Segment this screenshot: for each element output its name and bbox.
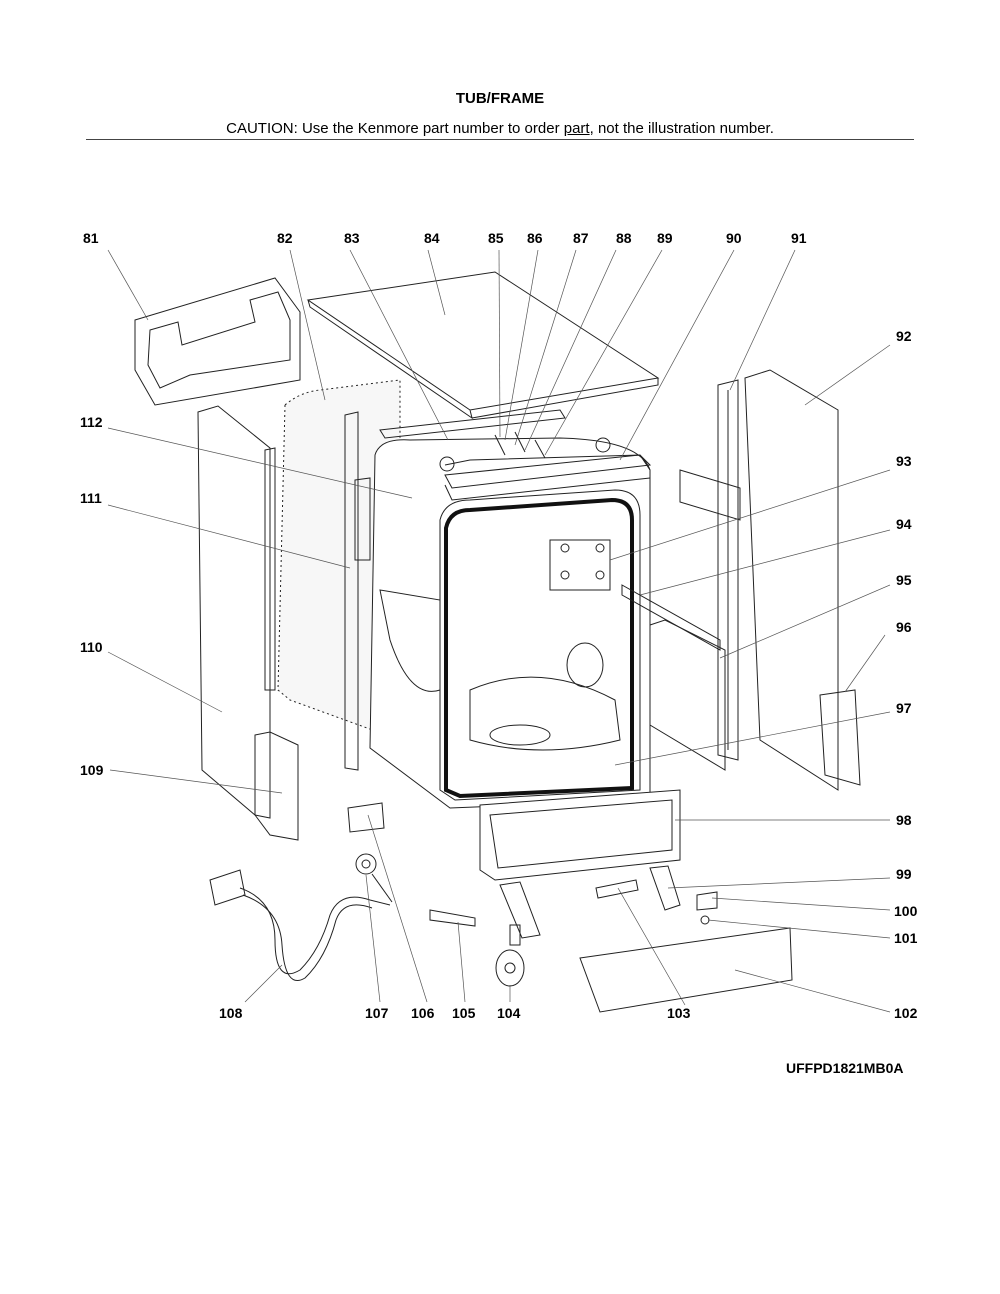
leader-83 — [349, 249, 449, 441]
leader-107 — [365, 874, 381, 1003]
callout-91: 91 — [791, 230, 807, 246]
leader-105 — [457, 921, 466, 1003]
part-81-shape — [134, 277, 301, 406]
callout-85: 85 — [488, 230, 504, 246]
part-106-shape — [347, 802, 385, 833]
leader-85 — [498, 249, 501, 438]
callout-90: 90 — [726, 230, 742, 246]
leader-93 — [609, 469, 891, 561]
caution-note: CAUTION: Use the Kenmore part number to … — [0, 120, 1000, 137]
leader-84 — [427, 249, 446, 316]
part-84-shape — [306, 271, 660, 420]
leader-91 — [729, 249, 796, 391]
header-divider — [86, 139, 914, 140]
leader-89 — [544, 249, 663, 456]
leader-110 — [107, 651, 223, 713]
part-109-shape — [254, 731, 299, 841]
part-101-shape — [700, 915, 710, 925]
leader-111 — [107, 504, 351, 569]
leader-109 — [109, 769, 283, 794]
part-98-shape — [479, 789, 681, 881]
callout-106: 106 — [411, 1005, 435, 1021]
part-102-shape — [579, 927, 793, 1013]
callout-96: 96 — [896, 619, 912, 635]
leader-94 — [639, 529, 891, 596]
leader-87 — [514, 249, 577, 446]
leader-108 — [244, 964, 283, 1003]
leader-88 — [524, 249, 617, 451]
callout-88: 88 — [616, 230, 632, 246]
leader-97 — [614, 711, 891, 766]
part-93-shape — [679, 469, 741, 521]
part-94-shape — [621, 584, 721, 651]
leader-90 — [619, 249, 735, 461]
callout-94: 94 — [896, 516, 912, 532]
part-91-shape — [717, 379, 739, 761]
callout-83: 83 — [344, 230, 360, 246]
part-100-shape — [696, 891, 718, 911]
caution-part-link: part — [563, 120, 590, 137]
part-111-shape — [264, 411, 359, 771]
callout-104: 104 — [497, 1005, 521, 1021]
callout-82: 82 — [277, 230, 293, 246]
leader-106 — [367, 814, 428, 1003]
callout-97: 97 — [896, 700, 912, 716]
part-92-shape — [744, 369, 839, 791]
callout-92: 92 — [896, 328, 912, 344]
leader-102 — [734, 969, 891, 1013]
callout-110: 110 — [80, 639, 103, 655]
part-107-shape — [355, 853, 393, 903]
page-title: TUB/FRAME — [455, 90, 545, 107]
callout-98: 98 — [896, 812, 912, 828]
part-82-shape — [277, 379, 401, 741]
leader-92 — [804, 344, 891, 406]
callout-105: 105 — [452, 1005, 476, 1021]
leader-99 — [667, 877, 891, 889]
leader-82 — [289, 249, 326, 401]
callout-81: 81 — [83, 230, 99, 246]
callout-102: 102 — [894, 1005, 918, 1021]
part-99-shape — [649, 865, 681, 911]
model-code: UFFPD1821MB0A — [786, 1060, 904, 1076]
callout-93: 93 — [896, 453, 912, 469]
part-105-shape — [429, 909, 476, 927]
callout-89: 89 — [657, 230, 673, 246]
callout-86: 86 — [527, 230, 543, 246]
caution-text: CAUTION: Use the Kenmore part number to … — [226, 120, 564, 137]
callout-101: 101 — [894, 930, 918, 946]
callout-84: 84 — [424, 230, 440, 246]
part-108-shape — [209, 869, 391, 981]
part-104-shape — [495, 924, 525, 987]
leader-103 — [617, 887, 686, 1006]
callout-109: 109 — [80, 762, 104, 778]
caution-text-end: , not the illustration number. — [589, 120, 774, 137]
leader-86 — [504, 249, 539, 441]
part-112-shape — [354, 477, 371, 561]
leader-101 — [707, 919, 891, 939]
leader-96 — [844, 634, 886, 693]
callout-108: 108 — [219, 1005, 243, 1021]
leader-81 — [107, 249, 149, 321]
leader-95 — [719, 584, 891, 659]
callout-103: 103 — [667, 1005, 691, 1021]
part-95-shape — [649, 619, 726, 771]
callout-87: 87 — [573, 230, 589, 246]
callout-100: 100 — [894, 903, 918, 919]
callout-95: 95 — [896, 572, 912, 588]
part-90-shape — [444, 454, 652, 501]
part-110-shape — [197, 405, 271, 819]
part-103-shape — [595, 879, 639, 899]
leader-112 — [107, 427, 413, 499]
tub-body-shape — [369, 437, 651, 809]
callout-112: 112 — [80, 414, 103, 430]
callout-111: 111 — [80, 490, 102, 506]
callout-107: 107 — [365, 1005, 389, 1021]
leader-100 — [711, 897, 891, 911]
part-96-shape — [819, 689, 861, 786]
callout-99: 99 — [896, 866, 912, 882]
